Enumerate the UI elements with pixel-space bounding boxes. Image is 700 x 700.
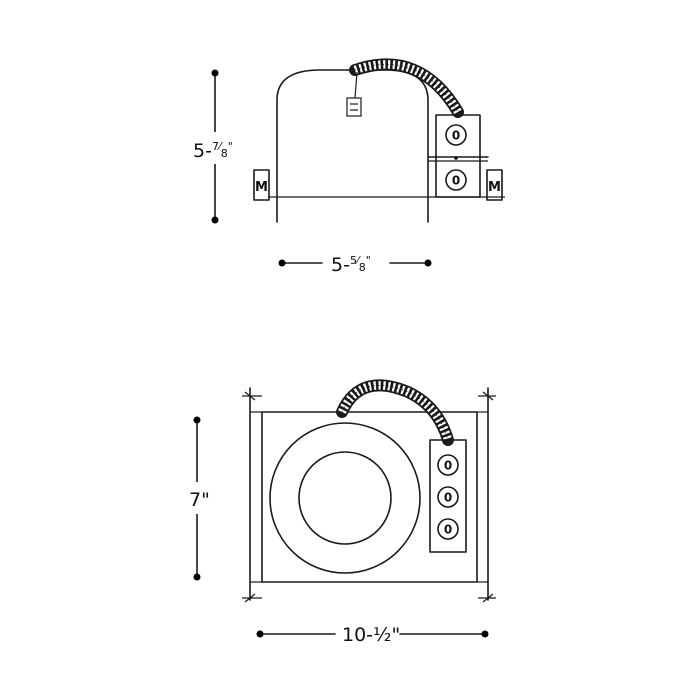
side-clip-right: M xyxy=(486,169,503,201)
top-width-label: 10-½" xyxy=(342,624,400,646)
side-clip-left-label: M xyxy=(255,180,268,195)
side-wire-connector xyxy=(346,97,362,117)
top-knockout-3: 0 xyxy=(437,518,459,540)
top-knockout-2-label: 0 xyxy=(444,491,452,505)
top-aperture-inner xyxy=(298,451,392,545)
side-width-label: 5-5⁄8" xyxy=(331,254,371,276)
side-width-dimension: 5-5⁄8" xyxy=(278,254,432,276)
top-mounting-plate xyxy=(261,411,478,583)
side-clip-left: M xyxy=(253,169,270,201)
top-view: 0 0 0 7" 10-½" xyxy=(183,379,496,646)
side-knockout-top: 0 xyxy=(445,124,467,146)
top-knockout-2: 0 xyxy=(437,486,459,508)
side-wire xyxy=(354,71,358,99)
top-junction-box xyxy=(429,439,467,553)
top-bracket-left xyxy=(242,387,262,603)
side-junction-box xyxy=(435,114,481,198)
side-view: 0 0 M M 5-7⁄8" 5-5⁄8" xyxy=(185,58,505,276)
top-height-dimension: 7" xyxy=(183,416,213,581)
top-aperture-outer xyxy=(269,422,421,574)
top-height-label: 7" xyxy=(189,489,210,511)
side-housing-outline xyxy=(276,69,429,223)
side-knockout-bottom-label: 0 xyxy=(452,174,460,188)
side-clip-right-label: M xyxy=(488,180,501,195)
top-knockout-3-label: 0 xyxy=(444,523,452,537)
side-height-dimension: 5-7⁄8" xyxy=(185,69,245,224)
top-knockout-1: 0 xyxy=(437,454,459,476)
top-width-dimension: 10-½" xyxy=(256,624,489,646)
side-knockout-top-label: 0 xyxy=(452,129,460,143)
top-knockout-1-label: 0 xyxy=(444,459,452,473)
side-knockout-bottom: 0 xyxy=(445,169,467,191)
side-height-label: 5-7⁄8" xyxy=(193,140,233,162)
top-bracket-right xyxy=(477,387,496,603)
